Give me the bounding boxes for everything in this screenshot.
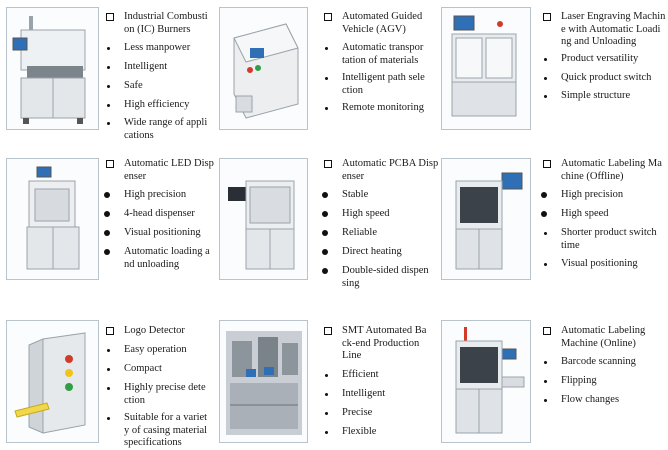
laser-engraving-photo <box>441 7 531 130</box>
bullet: Precise <box>325 407 372 420</box>
bullet: Double-sided dispen sing <box>322 265 429 290</box>
bullet: High efficiency <box>107 99 189 112</box>
bullet: Intelligent <box>107 61 167 74</box>
bullet: Automatic loading a nd unloading <box>104 246 210 271</box>
product-title-ic: Industrial Combusti on (IC) Burners <box>106 11 208 36</box>
product-title-laser: Laser Engraving Machin e with Automatic … <box>543 11 665 49</box>
bullet: Direct heating <box>322 246 402 259</box>
pcba-dispenser-photo <box>219 158 308 280</box>
bullet: Compact <box>107 363 162 376</box>
bullet: Reliable <box>322 227 377 240</box>
logo-detector-photo <box>6 320 99 443</box>
bullet: Flow changes <box>544 394 619 407</box>
led-dispenser-photo <box>6 158 99 280</box>
bullet: Barcode scanning <box>544 356 636 369</box>
bullet: Wide range of appli cations <box>107 117 207 142</box>
bullet: Easy operation <box>107 344 187 357</box>
bullet: Quick product switch <box>544 72 651 85</box>
bullet: Less manpower <box>107 42 190 55</box>
bullet: Flexible <box>325 426 376 439</box>
bullet: Visual positioning <box>104 227 201 240</box>
product-title-logo: Logo Detector <box>106 325 185 338</box>
bullet: Visual positioning <box>544 258 638 271</box>
bullet: Remote monitoring <box>325 102 424 115</box>
bullet: Shorter product switch time <box>544 227 657 252</box>
bullet: Intelligent path sele ction <box>325 72 425 97</box>
bullet: High speed <box>541 208 609 221</box>
labeling-offline-photo <box>441 158 531 280</box>
bullet: Flipping <box>544 375 597 388</box>
bullet: Suitable for a variet y of casing materi… <box>107 412 207 450</box>
bullet: High speed <box>322 208 390 221</box>
bullet: Product versatility <box>544 53 638 66</box>
product-title-labeling-offline: Automatic Labeling Ma chine (Offline) <box>543 158 662 183</box>
bullet: Stable <box>322 189 368 202</box>
bullet: Safe <box>107 80 143 93</box>
product-title-pcba: Automatic PCBA Disp enser <box>324 158 438 183</box>
product-title-smt: SMT Automated Ba ck-end Production Line <box>324 325 426 363</box>
labeling-online-photo <box>441 320 531 443</box>
product-title-agv: Automated Guided Vehicle (AGV) <box>324 11 422 36</box>
smt-line-photo <box>219 320 308 443</box>
agv-photo <box>219 7 308 130</box>
bullet: Efficient <box>325 369 379 382</box>
bullet: 4-head dispenser <box>104 208 195 221</box>
bullet: Highly precise dete ction <box>107 382 206 407</box>
ic-burner-photo <box>6 7 99 130</box>
bullet: Intelligent <box>325 388 385 401</box>
bullet: High precision <box>104 189 186 202</box>
bullet: Simple structure <box>544 90 630 103</box>
product-title-labeling-online: Automatic Labeling Machine (Online) <box>543 325 645 350</box>
product-title-led: Automatic LED Disp enser <box>106 158 214 183</box>
bullet: Automatic transpor tation of materials <box>325 42 423 67</box>
bullet: High precision <box>541 189 623 202</box>
